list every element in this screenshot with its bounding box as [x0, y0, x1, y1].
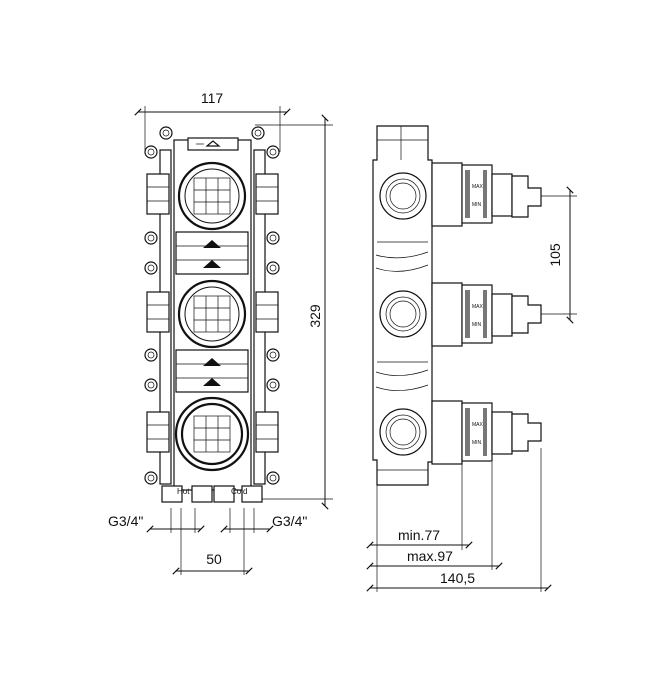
- hot-label: Hot: [177, 487, 190, 496]
- connector-1: [175, 231, 249, 275]
- valve-3: [174, 396, 250, 472]
- cartridge-1-max: MAX: [472, 184, 484, 190]
- cartridge-3-max: MAX: [472, 422, 484, 428]
- connector-2: [175, 349, 249, 393]
- side-port-1: [379, 172, 427, 220]
- cartridge-1-min: MIN: [472, 202, 482, 208]
- cartridge-1: MAX MIN: [431, 162, 542, 227]
- dimension-spacing: 50: [172, 551, 253, 575]
- thread-left-label: G3/4": [108, 513, 143, 529]
- height-label: 329: [307, 304, 323, 328]
- dimension-height: 329: [255, 114, 333, 510]
- dimension-depths: min.77 max.97 140,5: [366, 448, 552, 592]
- width-label: 117: [201, 90, 224, 106]
- dimension-threads: G3/4" G3/4": [108, 508, 307, 575]
- spacing-label: 50: [206, 551, 222, 567]
- mounting-lugs: [144, 126, 280, 485]
- valve-2: [177, 279, 247, 349]
- thread-right-label: G3/4": [272, 513, 307, 529]
- min-label: min.77: [398, 527, 440, 543]
- side-port-3: [379, 408, 427, 456]
- side-ports: [146, 173, 279, 453]
- cartridge-3-min: MIN: [472, 440, 482, 446]
- top-cap: [187, 137, 239, 151]
- side-port-2: [379, 290, 427, 338]
- front-view: 117 329: [108, 90, 333, 575]
- cartridge-2-min: MIN: [472, 322, 482, 328]
- cartridge-2-max: MAX: [472, 304, 484, 310]
- cartridge-3: MAX MIN: [431, 400, 542, 465]
- max-label: max.97: [407, 548, 453, 564]
- side-view: MAX MIN MAX MIN MAX MIN: [366, 125, 577, 592]
- total-label: 140,5: [440, 570, 475, 586]
- dimension-width: 117: [134, 90, 291, 152]
- cold-label: Cold: [231, 487, 247, 496]
- cartridge-2: MAX MIN: [431, 282, 542, 347]
- bottom-inlets: Hot Cold: [161, 485, 263, 503]
- dimension-105: 105: [541, 186, 577, 324]
- spacing-105-label: 105: [547, 243, 563, 267]
- valve-1: [177, 161, 247, 231]
